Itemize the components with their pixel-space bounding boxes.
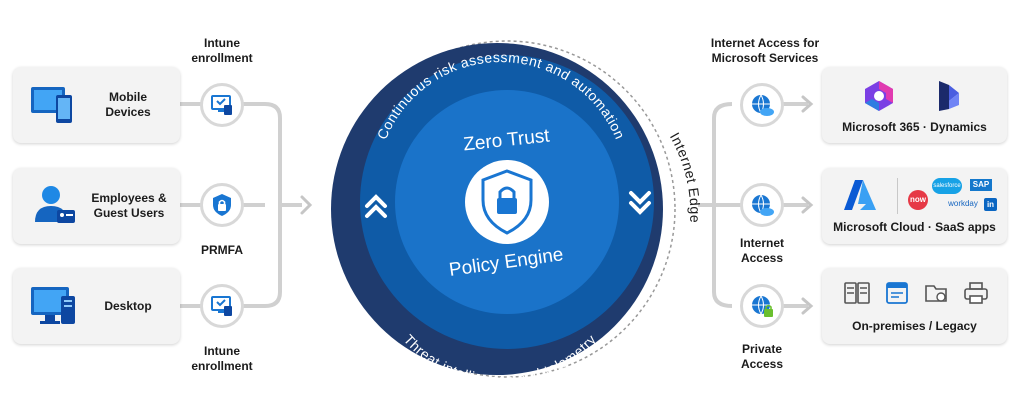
card-onprem-legacy: On-premises / Legacy (822, 268, 1007, 344)
workday-logo-icon: workday (948, 199, 978, 208)
card-label: Microsoft 365 · Dynamics (842, 120, 987, 134)
card-m365-dynamics: Microsoft 365 · Dynamics (822, 67, 1007, 143)
chevron-up-icon (365, 194, 387, 218)
intune-icon (211, 95, 232, 115)
server-icon (844, 282, 870, 304)
users-icon (35, 186, 75, 223)
prmfa-label: PRMFA (201, 243, 243, 257)
card-mobile-devices: Mobile Devices (13, 67, 180, 143)
intune-enrollment-bottom-label: Intune enrollment (191, 344, 253, 373)
card-desktop: Desktop (13, 268, 180, 344)
web-app-icon (886, 282, 908, 304)
intune-enrollment-bottom-node (200, 284, 244, 328)
internet-access-label: Internet Access (739, 236, 784, 265)
private-access-label: Private Access (740, 342, 784, 371)
file-share-icon (925, 285, 947, 302)
prmfa-node (200, 183, 244, 227)
card-label: Desktop (104, 299, 152, 313)
zero-trust-engine: Continuous risk assessment and automatio… (300, 40, 700, 388)
card-label: Microsoft Cloud · SaaS apps (833, 220, 996, 234)
salesforce-logo-icon: salesforce (932, 178, 962, 194)
svg-text:Device & Session Health: Device & Session Health (300, 96, 335, 262)
lock-shield-icon (213, 194, 231, 216)
chevron-down-icon (629, 191, 651, 215)
globe-lock-icon (752, 295, 773, 317)
printer-icon (964, 282, 988, 304)
intune-icon (211, 296, 232, 316)
device-session-health-arc: Device & Session Health (300, 96, 335, 262)
internet-access-ms-node (740, 83, 784, 127)
arrow-to-m365 (801, 95, 814, 113)
arrow-to-cloud (801, 196, 814, 214)
shield-lock-icon (481, 169, 533, 235)
saas-logo-divider (897, 178, 898, 214)
card-cloud-saas: now salesforce SAP workday in Microsoft … (822, 168, 1007, 244)
azure-logo-icon (844, 180, 876, 210)
card-label: Mobile Devices (105, 90, 151, 119)
card-label: Employees & Guest Users (91, 191, 167, 220)
arrow-to-onprem (801, 297, 814, 315)
card-employees-guests: Employees & Guest Users (13, 168, 180, 244)
dynamics-logo-icon (939, 81, 959, 111)
mobile-devices-icon (31, 87, 72, 123)
intune-enrollment-top-label: Intune enrollment (191, 36, 253, 65)
linkedin-logo-icon: in (984, 198, 997, 211)
private-access-node (740, 284, 784, 328)
arrow-into-engine (300, 195, 313, 215)
globe-cloud-icon (752, 194, 774, 216)
internet-access-node (740, 183, 784, 227)
globe-cloud-icon (752, 94, 774, 116)
servicenow-logo-icon: now (908, 190, 928, 210)
desktop-icon (31, 287, 75, 324)
card-label: On-premises / Legacy (852, 319, 977, 333)
intune-enrollment-top-node (200, 83, 244, 127)
microsoft-365-logo-icon (865, 81, 893, 111)
internet-access-ms-label: Internet Access for Microsoft Services (710, 36, 820, 65)
sap-logo-icon: SAP (970, 179, 992, 191)
